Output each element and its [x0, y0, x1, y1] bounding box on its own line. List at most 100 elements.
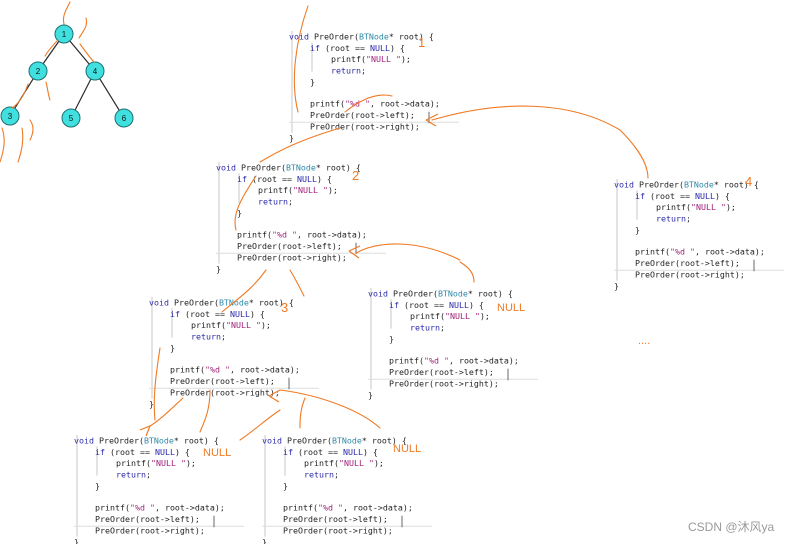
code-line-printf-null: printf("NULL "); [116, 458, 196, 468]
code-line-close-if: } [310, 77, 315, 87]
hand-arrow-stroke [153, 347, 161, 421]
code-line-printf-data-printf_data.fn: printf( [170, 365, 205, 375]
code-line-printf-null-printf_null.fn: printf( [191, 320, 226, 330]
code-line-printf-data-printf_data.fn: printf( [310, 99, 345, 109]
code-line-left-call: PreOrder(root->left); [389, 367, 494, 377]
code-line-if-if_line.rest1: (root == [645, 191, 695, 201]
more-calls-ellipsis: .... [638, 335, 650, 347]
code-line-right-call: PreOrder(root->right); [283, 525, 393, 535]
tree-node-6: 6 [114, 108, 134, 128]
code-line-if-if_line.kw: if [237, 174, 247, 184]
code-line-return: return; [331, 66, 366, 76]
hand-arrow-stroke [459, 261, 475, 283]
hand-arrow-head [425, 113, 439, 127]
code-line-printf-data-printf_data.str: "%d " [205, 365, 230, 375]
code-line-signature-header.type: BTNode [359, 31, 389, 41]
code-line-signature-header.kw: void [216, 162, 236, 172]
code-line-if-if_line.rest1: (root == [180, 309, 230, 319]
code-line-close-fn: } [74, 537, 79, 544]
code-line-right-call: PreOrder(root->right); [389, 378, 499, 388]
code-line-printf-data: printf("%d ", root->data); [170, 365, 300, 375]
hand-arrow-stroke [17, 127, 24, 163]
hand-arrow-stroke [293, 5, 309, 113]
code-line-printf-null-printf_null.str: "NULL " [445, 311, 480, 321]
hand-arrow-stroke [45, 81, 51, 101]
code-line-if-if_line.null: NULL [695, 191, 715, 201]
code-line-right-call: PreOrder(root->right); [237, 252, 347, 262]
code-line-printf-data-printf_data.rest: , root->data); [155, 503, 225, 513]
code-line-left-call: PreOrder(root->left); [635, 258, 740, 268]
code-line-close-fn: } [149, 399, 154, 409]
code-line-close-if-close_inner: } [283, 481, 288, 491]
code-line-signature-header.rest: * root) { [174, 435, 219, 445]
code-line-printf-data: printf("%d ", root->data); [635, 247, 765, 257]
code-line-printf-null-printf_null.str: "NULL " [293, 185, 328, 195]
tree-node-label: 1 [62, 30, 67, 39]
code-line-signature: void PreOrder(BTNode* root) { [262, 435, 407, 445]
code-line-close-fn: } [368, 390, 373, 400]
code-line-signature-header.fn: PreOrder( [634, 179, 684, 189]
code-frame-call-1: void PreOrder(BTNode* root) {if (root ==… [289, 31, 459, 143]
code-line-signature-header.fn: PreOrder( [309, 31, 359, 41]
code-line-if-if_line.rest1: (root == [320, 43, 370, 53]
code-line-close-fn: } [614, 281, 619, 291]
code-line-printf-null-printf_null.fn: printf( [304, 458, 339, 468]
code-line-printf-data: printf("%d ", root->data); [389, 356, 519, 366]
code-line-if: if (root == NULL) { [389, 300, 484, 310]
code-line-printf-null-printf_null.end: ); [186, 458, 196, 468]
code-line-return: return; [410, 323, 445, 333]
code-line-return-return_line.kw: return [258, 197, 288, 207]
code-line-printf-null-printf_null.end: ); [726, 202, 736, 212]
code-line-if-if_line.rest2: ) { [715, 191, 730, 201]
tree-node-label: 2 [36, 67, 41, 76]
code-line-left-call: PreOrder(root->left); [95, 514, 200, 524]
tree-node-circle [61, 108, 81, 128]
code-line-printf-null-printf_null.str: "NULL " [366, 54, 401, 64]
code-line-close-if: } [283, 481, 288, 491]
code-line-right-call-right_call: PreOrder(root->right); [635, 269, 745, 279]
code-line-signature-header.fn: PreOrder( [169, 297, 219, 307]
code-line-if: if (root == NULL) { [95, 447, 190, 457]
code-line-printf-data-printf_data.rest: , root->data); [695, 247, 765, 257]
tree-edge-n1-n2 [42, 41, 60, 64]
code-line-signature-header.rest: * root) { [389, 31, 434, 41]
code-line-printf-data-printf_data.fn: printf( [283, 503, 318, 513]
hand-arrow-stroke [149, 397, 184, 427]
hand-arrow-stroke [62, 1, 71, 25]
code-line-printf-data-printf_data.rest: , root->data); [370, 99, 440, 109]
code-line-printf-null-printf_null.end: ); [374, 458, 384, 468]
code-line-signature-header.type: BTNode [332, 435, 362, 445]
hand-arrow-stroke [29, 119, 34, 141]
code-line-if-if_line.null: NULL [230, 309, 250, 319]
tree-node-label: 4 [93, 67, 98, 76]
code-line-return-return_line.kw: return [656, 214, 686, 224]
code-line-close-if: } [389, 334, 394, 344]
code-line-signature-header.kw: void [614, 179, 634, 189]
code-line-if-if_line.null: NULL [343, 447, 363, 457]
code-line-close-if-close_inner: } [635, 225, 640, 235]
code-line-left-call-left_call: PreOrder(root->left); [237, 241, 342, 251]
code-line-printf-data-printf_data.str: "%d " [272, 230, 297, 240]
code-line-signature-header.rest: * root) { [316, 162, 361, 172]
code-line-printf-null-printf_null.end: ); [261, 320, 271, 330]
code-line-printf-null-printf_null.end: ); [328, 185, 338, 195]
tree-node-3: 3 [0, 106, 20, 126]
code-line-if-if_line.null: NULL [370, 43, 390, 53]
step-annotation: NULL [393, 443, 421, 455]
code-line-close-if: } [237, 208, 242, 218]
code-line-printf-data-printf_data.rest: , root->data); [230, 365, 300, 375]
hand-arrow-stroke [279, 389, 381, 429]
code-line-right-call-right_call: PreOrder(root->right); [237, 252, 347, 262]
hand-arrow-stroke [619, 129, 649, 179]
tree-node-2: 2 [28, 61, 48, 81]
code-line-signature-header.rest: * root) { [468, 288, 513, 298]
hand-arrow-stroke [79, 43, 95, 63]
code-line-printf-null: printf("NULL "); [191, 320, 271, 330]
code-line-close-fn: } [262, 537, 267, 544]
code-line-return-return_line.end: ; [288, 197, 293, 207]
code-line-close-fn: } [289, 133, 294, 143]
code-line-printf-data-printf_data.str: "%d " [130, 503, 155, 513]
code-line-printf-null: printf("NULL "); [304, 458, 384, 468]
